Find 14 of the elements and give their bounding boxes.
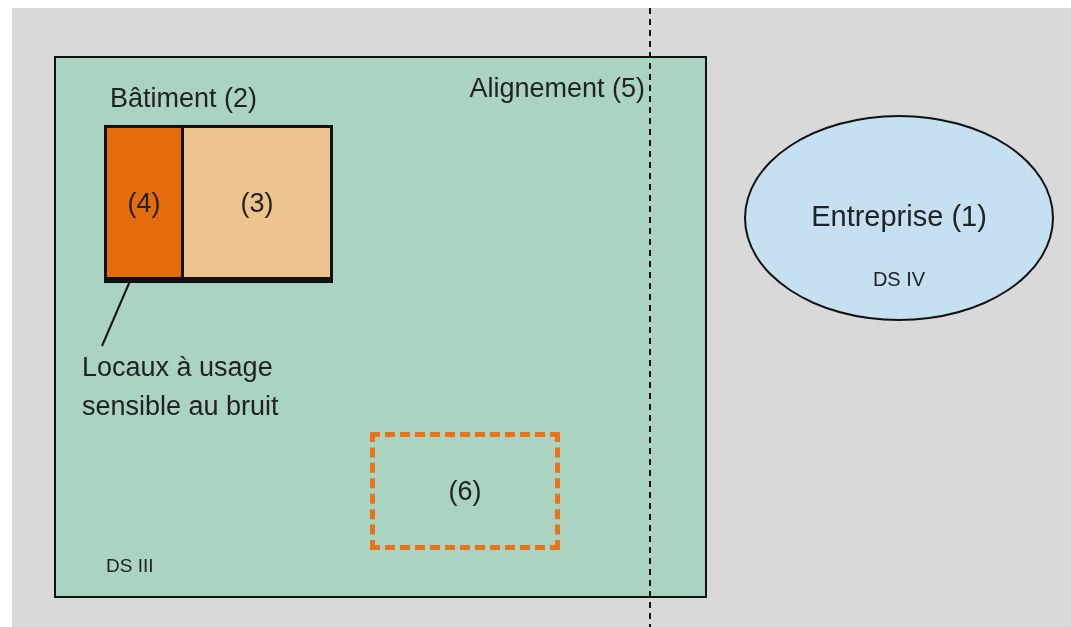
room-block	[104, 125, 184, 280]
planned-area	[370, 432, 560, 550]
callout-number: (6)	[447, 474, 483, 508]
callout-number: (3)	[239, 186, 275, 219]
zone-label: DS III	[106, 555, 154, 578]
callout-number: (4)	[126, 186, 162, 219]
zone-label: DS IV	[871, 267, 927, 291]
company-label: Entreprise (1)	[810, 199, 988, 234]
room-block	[181, 125, 333, 280]
building-label: Bâtiment (2)	[110, 82, 258, 115]
leader-line	[101, 280, 131, 347]
parcel-area	[54, 56, 707, 598]
room-note-text: Locaux à usage sensible au bruit	[82, 351, 280, 424]
alignment-label: Alignement (5)	[469, 72, 645, 105]
